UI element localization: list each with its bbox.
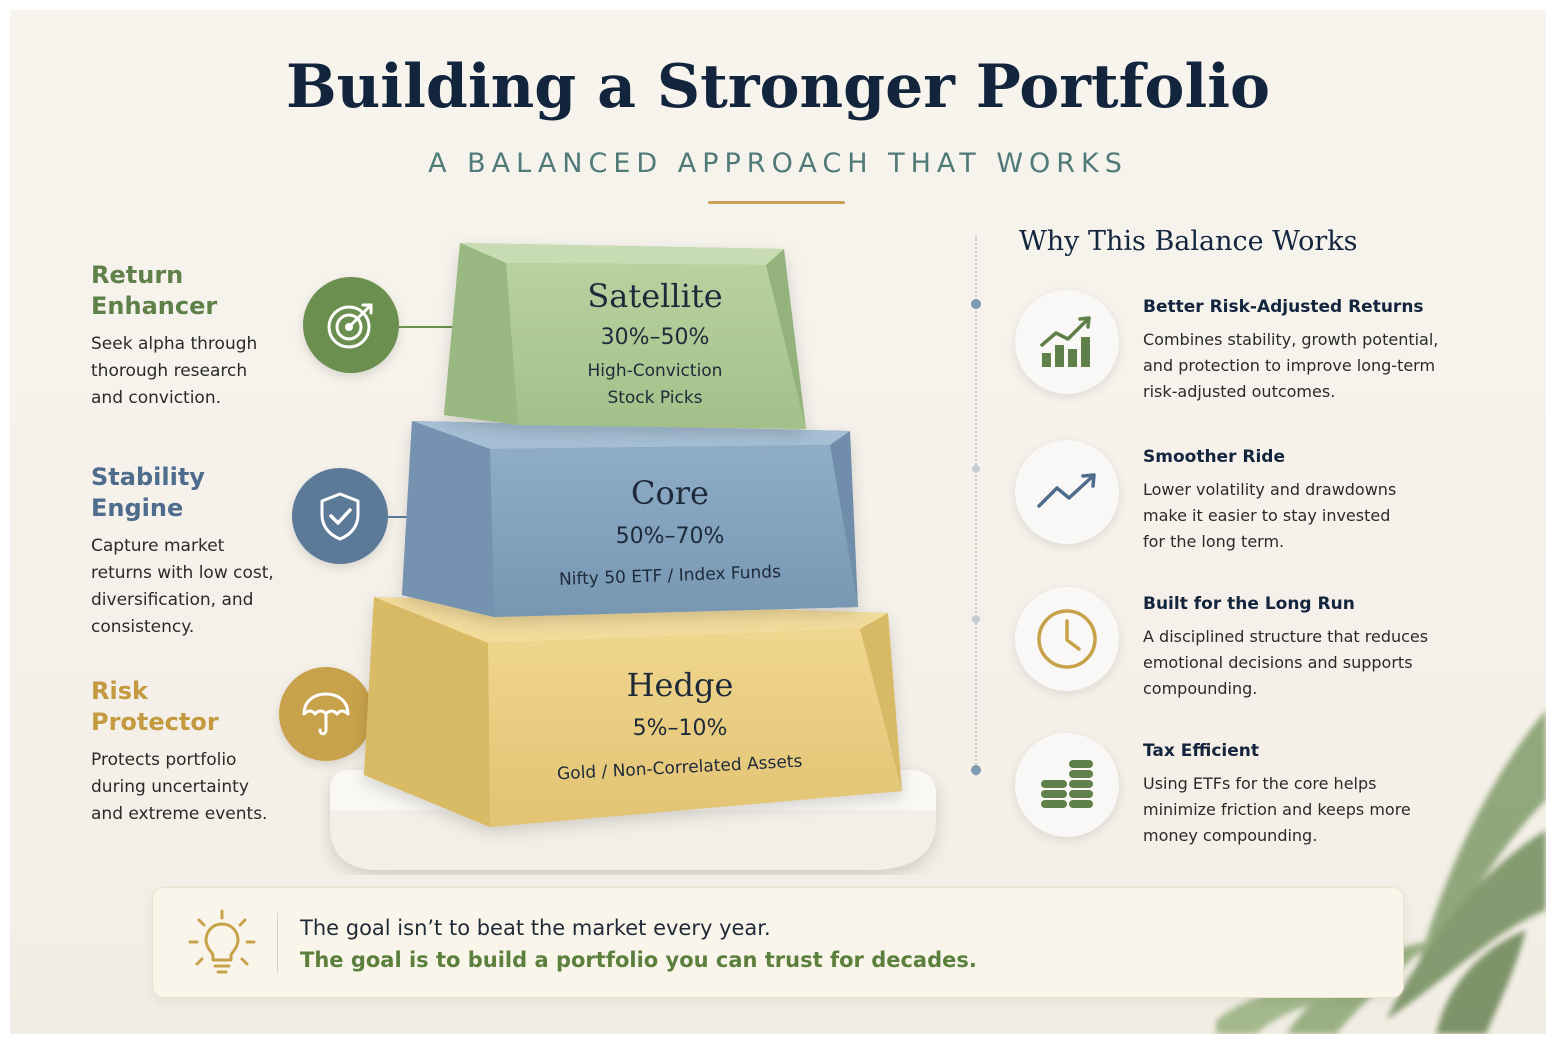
role-desc-line: and extreme events. [91, 804, 268, 824]
role-desc-line: diversification, and [91, 590, 254, 610]
block-allocation: 30%–50% [600, 325, 710, 350]
timeline-dot [972, 465, 980, 473]
role-stability-engine: Stability Engine Capture market returns … [91, 462, 291, 641]
bar-chart-growth-icon [1015, 290, 1119, 394]
benefit-desc-line: compounding. [1143, 679, 1258, 698]
title-divider [708, 201, 845, 204]
role-desc-line: during uncertainty [91, 777, 249, 797]
role-desc-line: consistency. [91, 617, 195, 637]
block-satellite-shape [444, 243, 806, 429]
timeline-dot [972, 615, 980, 623]
timeline-line [975, 236, 977, 776]
benefit-desc-line: for the long term. [1143, 532, 1285, 551]
block-hedge: Hedge 5%–10% Gold / Non-Correlated Asset… [515, 666, 845, 784]
lightbulb-icon [188, 909, 256, 974]
block-core: Core 50%–70% Nifty 50 ETF / Index Funds [510, 474, 830, 590]
role-title-line1: Stability [91, 463, 205, 491]
page-title: Building a Stronger Portfolio [285, 52, 1271, 122]
benefit-desc-line: risk-adjusted outcomes. [1143, 382, 1336, 401]
role-title-line1: Risk [91, 677, 148, 705]
block-allocation: 5%–10% [632, 716, 728, 741]
timeline-dot [971, 765, 981, 775]
role-desc-line: Protects portfolio [91, 750, 237, 770]
page-subtitle: A BALANCED APPROACH THAT WORKS [428, 148, 1128, 179]
shield-check-icon [292, 468, 388, 564]
block-name: Core [631, 474, 709, 512]
target-icon [303, 277, 399, 373]
role-risk-protector: Risk Protector Protects portfolio during… [91, 676, 291, 828]
role-return-enhancer: Return Enhancer Seek alpha through thoro… [91, 260, 291, 412]
role-title-line2: Protector [91, 708, 219, 736]
benefit-desc-line: and protection to improve long-term [1143, 356, 1436, 375]
quote-separator [277, 913, 278, 973]
role-desc-line: Capture market [91, 536, 225, 556]
portfolio-pyramid-graphic [330, 243, 936, 870]
coin-stack-icon [1015, 733, 1119, 837]
benefit-desc-line: Lower volatility and drawdowns [1143, 480, 1397, 499]
benefit-title: Better Risk-Adjusted Returns [1143, 297, 1424, 317]
role-desc-line: Seek alpha through [91, 334, 258, 354]
benefit-desc-line: make it easier to stay invested [1143, 506, 1391, 525]
benefit-desc-line: money compounding. [1143, 826, 1318, 845]
benefit-title: Tax Efficient [1143, 741, 1259, 761]
block-desc-line: Nifty 50 ETF / Index Funds [558, 562, 782, 590]
block-core-shape [402, 421, 858, 617]
role-desc-line: and conviction. [91, 388, 222, 408]
umbrella-icon [279, 667, 373, 761]
benefit-smoother-ride: Smoother Ride Lower volatility and drawd… [1143, 447, 1463, 555]
benefit-desc-line: emotional decisions and supports [1143, 653, 1413, 672]
role-title-line2: Enhancer [91, 292, 218, 320]
benefit-title: Smoother Ride [1143, 447, 1285, 467]
role-desc-line: thorough research [91, 361, 248, 381]
benefit-desc-line: minimize friction and keeps more [1143, 800, 1411, 819]
block-satellite: Satellite 30%–50% High-Conviction Stock … [540, 277, 770, 412]
block-hedge-shape [364, 597, 902, 827]
block-desc-line: High-Conviction [587, 361, 723, 381]
trend-line-icon [1015, 440, 1119, 544]
block-desc-line: Stock Picks [607, 388, 703, 408]
quote-line-1: The goal isn’t to beat the market every … [300, 916, 771, 940]
benefit-title: Built for the Long Run [1143, 594, 1355, 614]
benefit-risk-adjusted: Better Risk-Adjusted Returns Combines st… [1143, 297, 1463, 405]
benefit-tax-efficient: Tax Efficient Using ETFs for the core he… [1143, 741, 1463, 849]
benefit-long-run: Built for the Long Run A disciplined str… [1143, 594, 1463, 702]
quote-banner: The goal isn’t to beat the market every … [152, 887, 1404, 998]
why-section-title: Why This Balance Works [1019, 226, 1358, 257]
role-desc-line: returns with low cost, [91, 563, 274, 583]
block-name: Satellite [587, 277, 723, 315]
benefit-desc-line: Combines stability, growth potential, [1143, 330, 1439, 349]
benefit-desc-line: A disciplined structure that reduces [1143, 627, 1429, 646]
role-title-line1: Return [91, 261, 184, 289]
block-allocation: 50%–70% [615, 524, 725, 549]
clock-icon [1015, 587, 1119, 691]
role-title-line2: Engine [91, 494, 184, 522]
block-name: Hedge [626, 666, 734, 704]
timeline-dot [971, 299, 981, 309]
benefit-desc-line: Using ETFs for the core helps [1143, 774, 1377, 793]
quote-line-2: The goal is to build a portfolio you can… [300, 948, 977, 972]
